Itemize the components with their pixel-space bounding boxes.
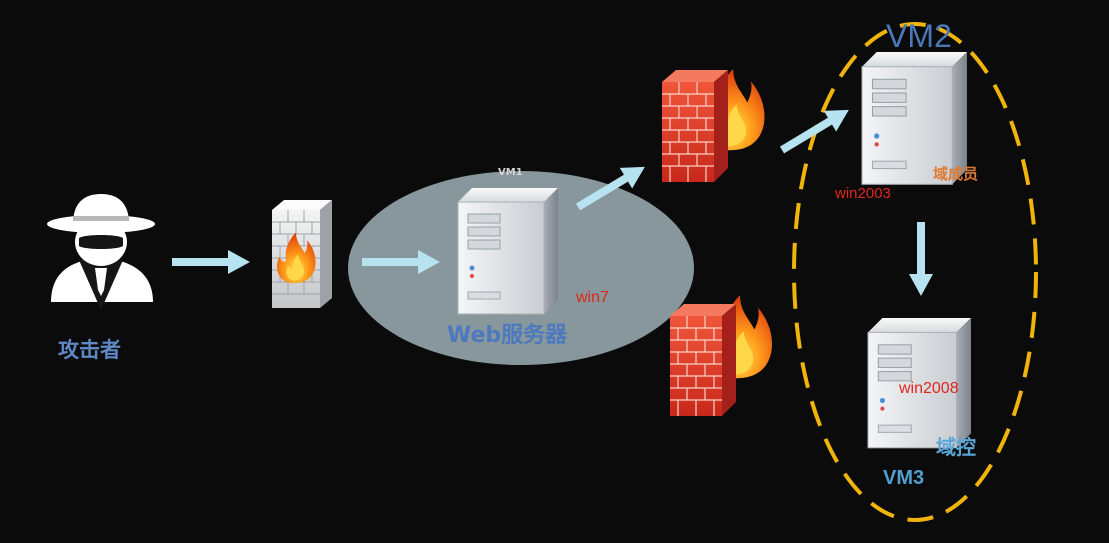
domain-boundary <box>792 22 1038 522</box>
arrow-member-to-dc <box>909 222 933 296</box>
web-server-os-label: win7 <box>576 289 609 306</box>
web-server-icon <box>457 187 559 315</box>
arrows <box>172 109 933 296</box>
domain-member-os-label: win2003 <box>835 185 891 202</box>
arrow-firewall-to-web <box>362 250 440 274</box>
vm3-label: VM3 <box>883 467 925 489</box>
firewall-lower-icon <box>669 295 773 417</box>
firewall-outer-icon <box>271 199 333 309</box>
web-server-label: Web服务器 <box>447 323 568 348</box>
vm2-label: VM2 <box>886 18 952 54</box>
domain-member-role-label: 域成员 <box>933 165 979 183</box>
firewall-upper-icon <box>661 69 765 183</box>
arrow-web-to-upper-firewall <box>575 166 645 211</box>
vm1-label: VM1 <box>498 167 523 178</box>
arrow-attacker-to-firewall <box>172 250 250 274</box>
domain-controller-role-label: 域控 <box>936 435 976 459</box>
arrow-firewall-to-member <box>779 109 849 154</box>
attacker-label: 攻击者 <box>58 338 121 362</box>
domain-controller-os-label: win2008 <box>899 380 959 397</box>
hacker-icon <box>47 194 155 310</box>
